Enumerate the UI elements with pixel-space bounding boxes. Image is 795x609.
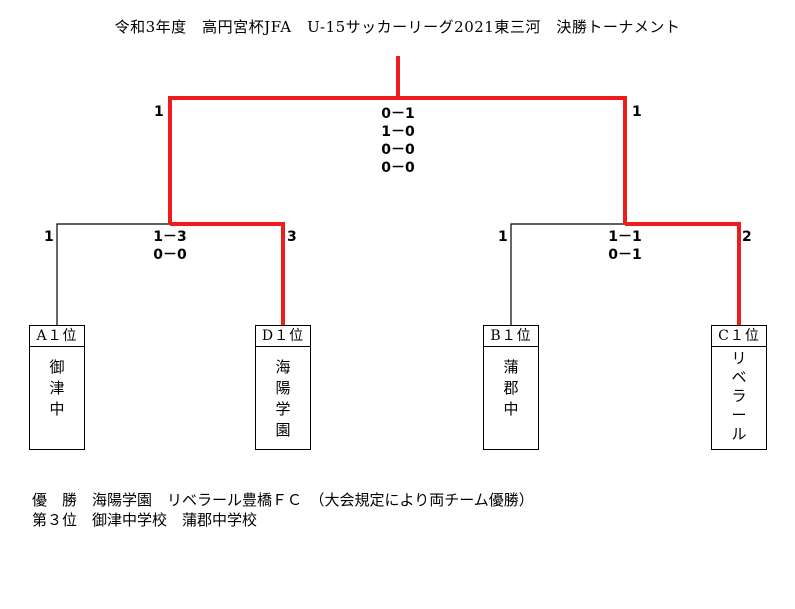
final-score: 0－0: [381, 160, 415, 176]
semi1-left-score: 1: [44, 229, 54, 245]
team-box-b: B１位 蒲郡中: [483, 325, 539, 450]
final-score: 0－1: [381, 106, 415, 122]
team-seed: C１位: [712, 326, 766, 347]
line-b-to-semi2: [510, 223, 625, 325]
final-score: 0－0: [381, 142, 415, 158]
team-name: 海陽学園: [275, 358, 291, 439]
line-a-to-semi1: [56, 223, 170, 325]
final-score-list: 0－1 1－0 0－0 0－0: [358, 105, 438, 177]
final-left-score: 1: [154, 104, 164, 120]
semi2-score: 0－1: [608, 247, 642, 263]
team-seed: A１位: [30, 326, 84, 347]
semi2-score-list: 1－1 0－1: [585, 228, 665, 264]
semi2-left-score: 1: [498, 229, 508, 245]
final-score: 1－0: [381, 124, 415, 140]
semi1-right-score: 3: [287, 229, 297, 245]
semi1-score: 0－0: [153, 247, 187, 263]
line-semi1-to-final: [168, 96, 398, 224]
semi1-score-list: 1－3 0－0: [130, 228, 210, 264]
line-semi2-to-final: [398, 96, 627, 224]
third-place-result: 第３位 御津中学校 蒲郡中学校: [32, 511, 258, 529]
team-name: 御津中: [49, 358, 65, 418]
team-box-a: A１位 御津中: [29, 325, 85, 450]
champion-result: 優 勝 海陽学園 リベラール豊橋ＦＣ （大会規定により両チーム優勝）: [32, 491, 534, 509]
semi2-score: 1－1: [608, 229, 642, 245]
line-c-to-semi2: [625, 222, 741, 325]
semi2-right-score: 2: [742, 229, 752, 245]
team-name: 蒲郡中: [503, 358, 519, 418]
team-box-c: C１位 リベラール: [711, 325, 767, 450]
team-box-d: D１位 海陽学園: [255, 325, 311, 450]
page-title: 令和3年度 高円宮杯JFA U-15サッカーリーグ2021東三河 決勝トーナメン…: [114, 18, 681, 36]
team-seed: B１位: [484, 326, 538, 347]
team-seed: D１位: [256, 326, 310, 347]
line-d-to-semi1: [170, 222, 285, 325]
final-right-score: 1: [632, 104, 642, 120]
semi1-score: 1－3: [153, 229, 187, 245]
team-name: リベラール: [731, 349, 747, 443]
